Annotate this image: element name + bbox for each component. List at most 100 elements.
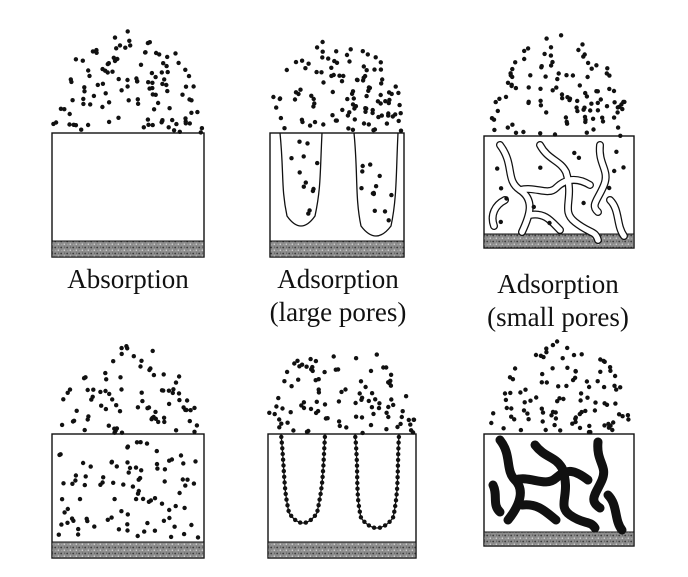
molecule-dot — [353, 440, 358, 445]
molecule-dot — [70, 481, 75, 486]
molecule-dot — [354, 446, 359, 451]
molecule-dot — [73, 478, 78, 483]
molecule-dot — [320, 55, 325, 60]
molecule-dot — [513, 130, 519, 135]
molecule-dot — [600, 119, 606, 124]
molecule-dot — [174, 121, 179, 127]
molecule-dot — [620, 106, 625, 112]
molecule-dot — [376, 114, 381, 120]
large-pore — [279, 132, 323, 227]
molecule-dot — [67, 111, 72, 117]
molecule-dot — [139, 390, 144, 395]
molecule-dot — [173, 503, 178, 509]
molecule-dot — [116, 115, 121, 121]
molecule-dot — [540, 371, 545, 377]
molecule-dot — [314, 69, 319, 75]
molecule-dot — [284, 497, 289, 502]
caption-adsorption-large-subtitle: (large pores) — [269, 297, 407, 327]
molecule-dot — [326, 56, 331, 61]
molecule-dot — [181, 531, 187, 537]
molecule-dot — [307, 208, 312, 213]
absorbed-dots-bulk — [56, 440, 201, 540]
molecule-dot — [510, 122, 515, 127]
gas-cloud-absorption-top — [51, 29, 205, 135]
molecule-dot — [187, 418, 192, 424]
molecule-dot — [156, 419, 161, 425]
molecule-dot — [584, 94, 590, 99]
molecule-dot — [285, 420, 290, 425]
molecule-dot — [346, 126, 351, 131]
molecule-dot — [395, 457, 401, 463]
molecule-dot — [119, 509, 124, 514]
molecule-dot — [171, 128, 177, 133]
molecule-dot — [378, 67, 384, 72]
molecule-dot — [283, 491, 288, 497]
molecule-dot — [570, 421, 575, 426]
molecule-dot — [354, 77, 360, 83]
molecule-dot — [144, 441, 150, 446]
molecule-dot — [85, 387, 90, 393]
molecule-dot — [125, 445, 130, 450]
molecule-dot — [602, 359, 607, 364]
micropore-channel-interior — [607, 197, 627, 239]
molecule-dot — [354, 457, 359, 463]
molecule-dot — [321, 457, 326, 462]
filled-micropore — [517, 500, 561, 525]
molecule-dot — [125, 29, 130, 34]
molecule-dot — [320, 49, 325, 54]
molecule-dot — [145, 520, 150, 526]
molecule-dot — [550, 88, 555, 93]
molecule-dot — [162, 479, 167, 484]
molecule-dot — [591, 127, 596, 132]
molecule-dot — [81, 101, 86, 107]
molecule-dot — [313, 410, 319, 416]
molecule-dot — [333, 118, 339, 123]
molecule-dot — [138, 62, 144, 67]
molecule-dot — [336, 419, 342, 424]
solid-surface — [51, 132, 205, 258]
molecule-dot — [146, 80, 151, 85]
molecule-dot — [161, 518, 167, 523]
molecule-dot — [282, 486, 288, 491]
molecule-dot — [339, 79, 345, 84]
molecule-dot — [612, 383, 617, 388]
molecule-dot — [549, 413, 554, 418]
molecule-dot — [186, 73, 192, 79]
molecule-dot — [167, 515, 172, 521]
molecule-dot — [173, 380, 179, 385]
molecule-dot — [295, 358, 300, 363]
molecule-dot — [321, 451, 327, 457]
micropore-channel-interior — [527, 211, 563, 233]
molecule-dot — [587, 423, 592, 429]
molecule-dot — [280, 457, 286, 462]
molecule-dot — [612, 100, 617, 105]
molecule-dot — [86, 68, 91, 73]
molecule-dot — [90, 394, 95, 399]
molecule-dot — [600, 115, 605, 120]
gas-cloud-large-top — [271, 39, 404, 133]
molecule-dot — [192, 429, 197, 434]
molecule-dot — [118, 375, 123, 380]
gas-cloud-small-bottom — [489, 339, 631, 435]
molecule-dot — [177, 397, 182, 403]
molecule-dot — [125, 528, 130, 533]
molecule-dot — [403, 394, 409, 399]
molecule-dot — [110, 69, 115, 74]
molecule-dot — [615, 110, 620, 115]
molecule-dot — [130, 484, 136, 489]
molecule-dot — [162, 467, 168, 472]
molecule-dot — [565, 345, 570, 351]
molecule-dot — [299, 58, 305, 63]
molecule-dot — [159, 70, 164, 75]
molecule-dot — [377, 173, 382, 179]
molecule-dot — [357, 391, 362, 396]
molecule-dot — [91, 93, 97, 99]
molecule-dot — [140, 398, 145, 404]
molecule-dot — [153, 50, 159, 56]
molecule-dot — [183, 121, 188, 126]
molecule-dot — [531, 204, 536, 210]
molecule-dot — [125, 522, 130, 527]
molecule-dot — [398, 111, 403, 116]
substrate-layer — [51, 240, 205, 258]
molecule-dot — [369, 405, 375, 410]
